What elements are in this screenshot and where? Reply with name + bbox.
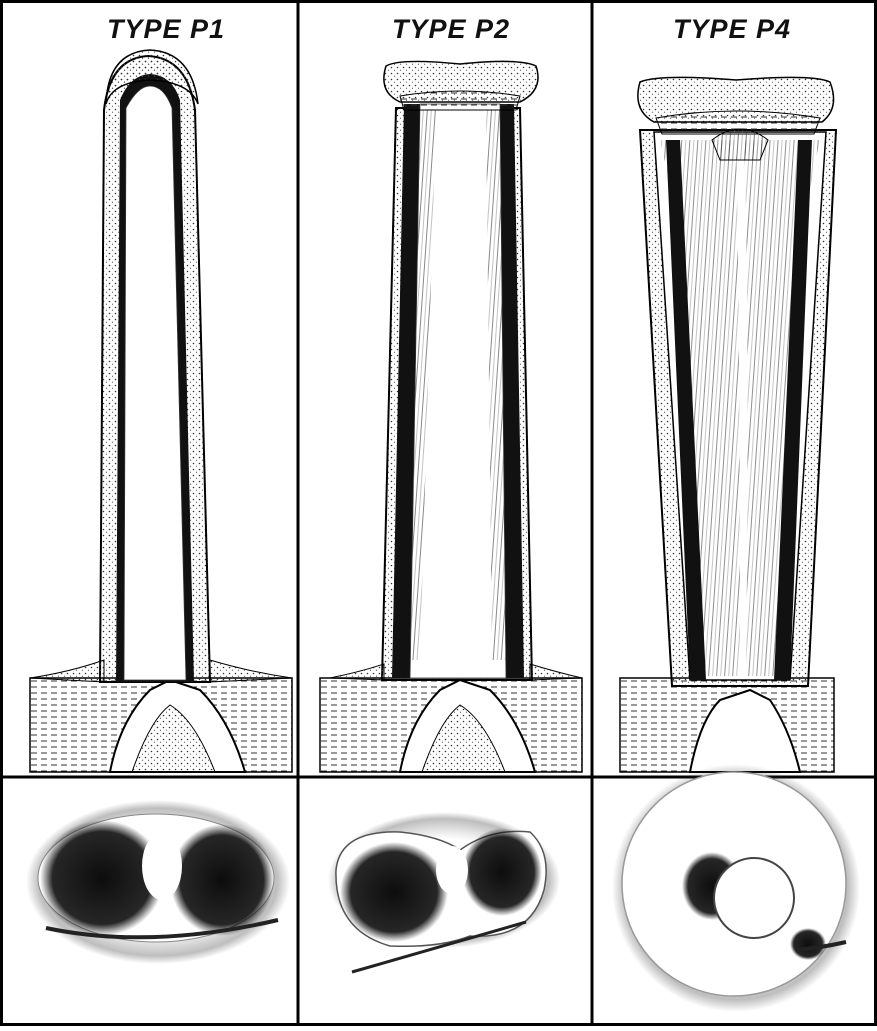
p4-cross-section xyxy=(612,764,860,1012)
p1-cross-section xyxy=(26,800,290,964)
title-type-p4: TYPE P4 xyxy=(586,14,877,45)
p4-longitudinal-section xyxy=(620,77,836,772)
title-type-p1: TYPE P1 xyxy=(20,14,312,45)
p2-cross-section xyxy=(328,812,560,972)
p2-longitudinal-section xyxy=(320,61,582,772)
title-type-p2: TYPE P2 xyxy=(305,14,597,45)
p1-longitudinal-section xyxy=(30,50,292,772)
